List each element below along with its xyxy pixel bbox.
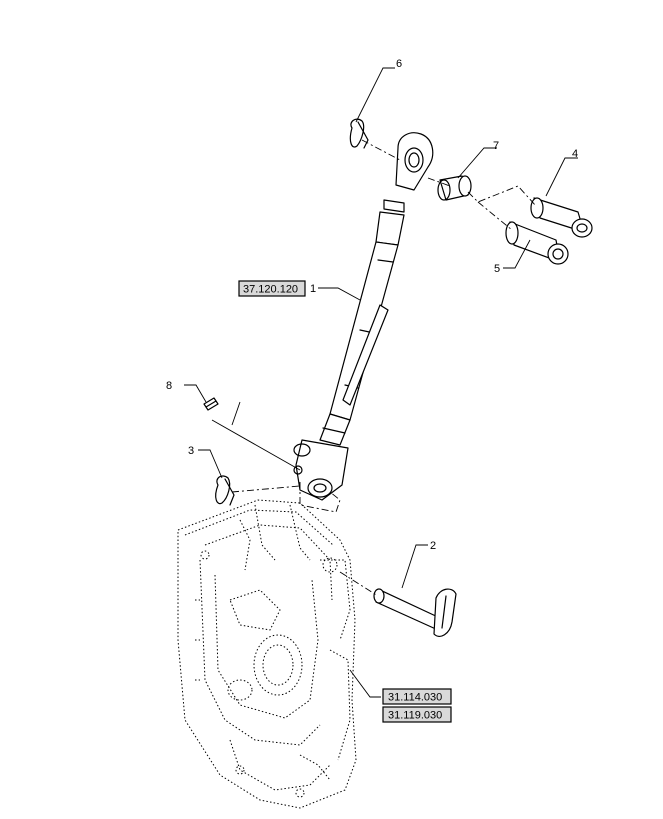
leader-lines — [184, 67, 578, 698]
callout-6: 6 — [396, 58, 402, 70]
reference-box-31-114-030[interactable]: 31.114.030 — [382, 688, 452, 705]
callout-3: 3 — [188, 445, 194, 457]
reference-box-31-119-030[interactable]: 31.119.030 — [382, 706, 452, 723]
pin-5 — [505, 221, 569, 265]
reference-box-37-120-120[interactable]: 37.120.120 — [238, 280, 306, 297]
callout-5: 5 — [494, 263, 500, 275]
lynch-pin-lower — [215, 475, 235, 506]
pin-4 — [530, 197, 593, 238]
top-link — [293, 132, 434, 501]
callout-1: 1 — [310, 283, 316, 295]
reference-label: 37.120.120 — [243, 284, 298, 296]
callout-8: 8 — [166, 380, 172, 392]
callout-4: 4 — [572, 148, 578, 160]
callout-2: 2 — [430, 540, 436, 552]
pin-2 — [373, 588, 457, 637]
bushing — [437, 175, 472, 201]
reference-label: 31.114.030 — [388, 692, 442, 704]
spring-clip — [203, 397, 219, 411]
transmission-housing — [177, 499, 357, 809]
lynch-pin-upper — [349, 118, 369, 149]
reference-label: 31.119.030 — [388, 710, 442, 722]
callout-7: 7 — [493, 140, 499, 152]
assembly-lines — [231, 139, 537, 597]
